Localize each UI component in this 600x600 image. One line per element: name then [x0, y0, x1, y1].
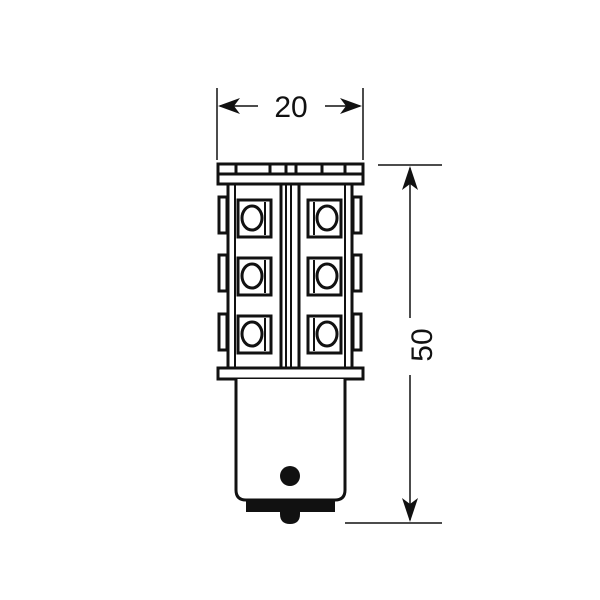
base-collar [216, 366, 365, 381]
width-dimension: 20 [216, 88, 364, 160]
bayonet-pin-icon [280, 466, 300, 486]
arrow-up-icon [402, 166, 418, 190]
height-dimension: 50 [345, 164, 442, 524]
smd-led-icon [236, 256, 273, 297]
smd-led-icon [236, 198, 273, 239]
side-leds [217, 195, 363, 352]
top-cap [216, 162, 365, 186]
contact-tip [280, 511, 300, 524]
arrow-right-icon [340, 98, 362, 114]
smd-led-grid [236, 198, 343, 355]
contact-plate [246, 500, 335, 512]
smd-led-icon [306, 314, 343, 355]
width-dimension-label: 20 [274, 91, 307, 124]
smd-led-icon [306, 198, 343, 239]
smd-led-icon [306, 256, 343, 297]
arrow-left-icon [218, 98, 240, 114]
arrow-down-icon [402, 498, 418, 522]
smd-led-icon [236, 314, 273, 355]
height-dimension-label: 50 [406, 328, 439, 361]
